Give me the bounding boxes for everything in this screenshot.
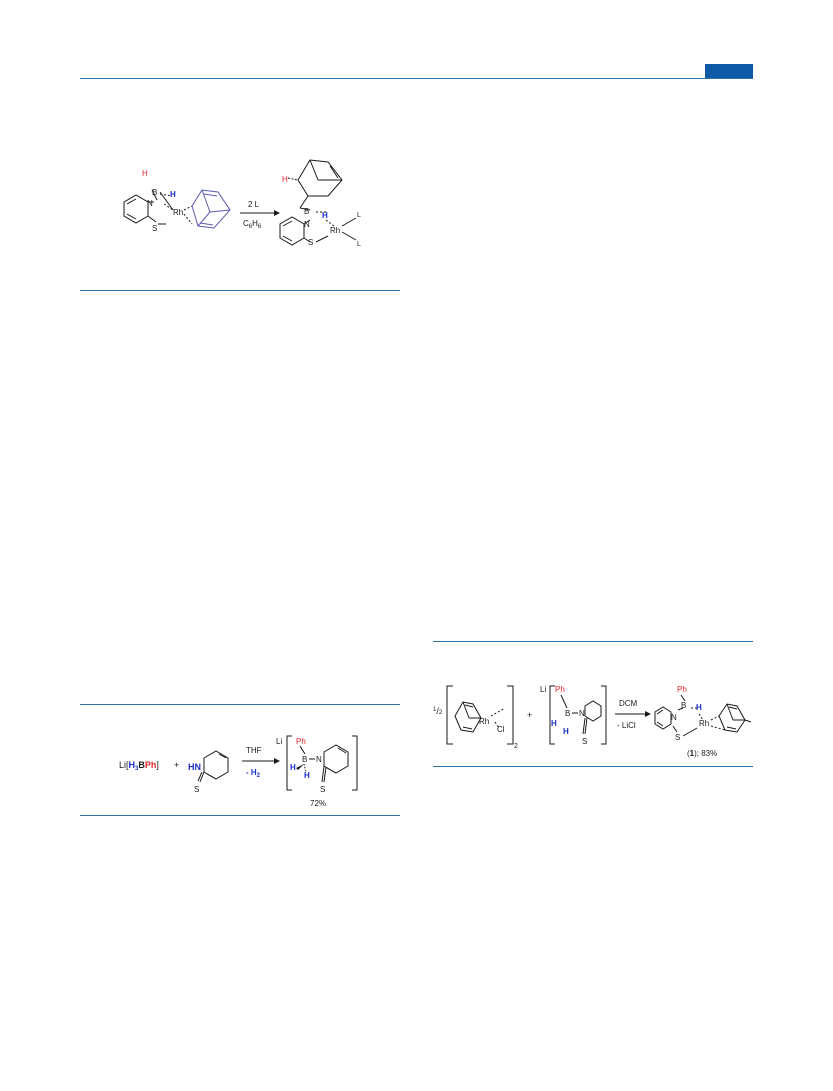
atom-B: B [152,188,157,197]
reagent-B: B [565,709,570,718]
header-tab [705,64,753,78]
product1-B: B [681,701,686,710]
thiopyridone-ring [197,750,229,783]
reagent-Li: Li [540,685,546,694]
atom-H-red: H [142,169,148,178]
product1-Ph: Ph [677,685,687,694]
product-S: S [320,785,325,794]
product-N: N [316,755,322,764]
dimer-Cl: Cl [497,725,505,734]
product-B: B [302,755,307,764]
scheme-2-bottom-rule [80,815,400,816]
reagent-LiH3BPh: Li[H3BPh] [119,760,159,772]
pyridine-ring-right [279,216,357,246]
product-brackets [286,735,358,791]
atom-H-red-right: H [282,175,288,184]
product1-N: N [671,713,677,722]
scheme-1-reaction: H B H N Rh S 2 L C6H6 B H H N Rh S L L [123,159,361,248]
atom-Rh-right: Rh [330,226,340,235]
arrow-label-top: 2 L [248,200,260,209]
product-Li: Li [276,737,282,746]
product-H2: H [304,771,310,780]
arrow-label-DCM: DCM [619,699,638,708]
atom-S-thione: S [194,785,199,794]
scheme-2-top-rule [80,704,400,705]
fraction-half: 1/2 [433,706,443,716]
arrow-label-H2: - H2 [246,768,261,779]
scheme-2-reaction: Li[H3BPh] + HN S THF - H2 Li Ph B N H H … [119,735,358,808]
atom-H-blue-right: H [322,211,328,220]
reagent-H1: H [551,719,557,728]
scheme-3-bottom-rule [433,766,753,767]
atom-N: N [147,199,153,208]
atom-HN: HN [188,762,201,772]
atom-Rh: Rh [173,208,183,217]
norbornadiene-left [191,189,231,229]
plus-sign-3: + [527,710,532,720]
yield-72: 72% [310,799,326,808]
atom-S: S [152,224,157,233]
atom-H-blue: H [170,190,176,199]
reagent-N: N [579,709,585,718]
reagent-Ph: Ph [555,685,565,694]
scheme-3-top-rule [433,641,753,642]
atom-B-right: B [304,207,309,216]
product1-Rh: Rh [699,719,709,728]
norbornyl-right [297,159,343,211]
product1-H: H [696,703,702,712]
rh-dimer-bracket [446,685,514,745]
compound-1-label: (1); 83% [687,749,717,758]
arrow-label-bottom: C6H6 [243,219,262,230]
reagent-H2: H [563,727,569,736]
atom-N-right: N [304,220,310,229]
dimer-Rh: Rh [479,717,489,726]
atom-S-right: S [308,238,313,247]
scheme-1-bottom-rule [80,290,400,291]
product1-structure [654,694,752,737]
product-Ph: Ph [296,737,306,746]
header-rule [80,78,753,79]
ligand-L1: L [357,212,361,219]
reagent-brackets [549,685,607,745]
product1-S: S [675,733,680,742]
plus-sign: + [174,760,179,770]
reagent-S: S [582,737,587,746]
arrow-label-THF: THF [246,746,262,755]
product-H1: H [290,763,296,772]
arrow-label-LiCl: - LiCl [617,721,636,730]
ligand-L2: L [357,241,361,248]
dimer-subscript-2: 2 [514,743,518,750]
scheme-3-reaction: 1/2 Rh Cl 2 + Li Ph B N H H S DCM - LiCl… [433,685,752,758]
